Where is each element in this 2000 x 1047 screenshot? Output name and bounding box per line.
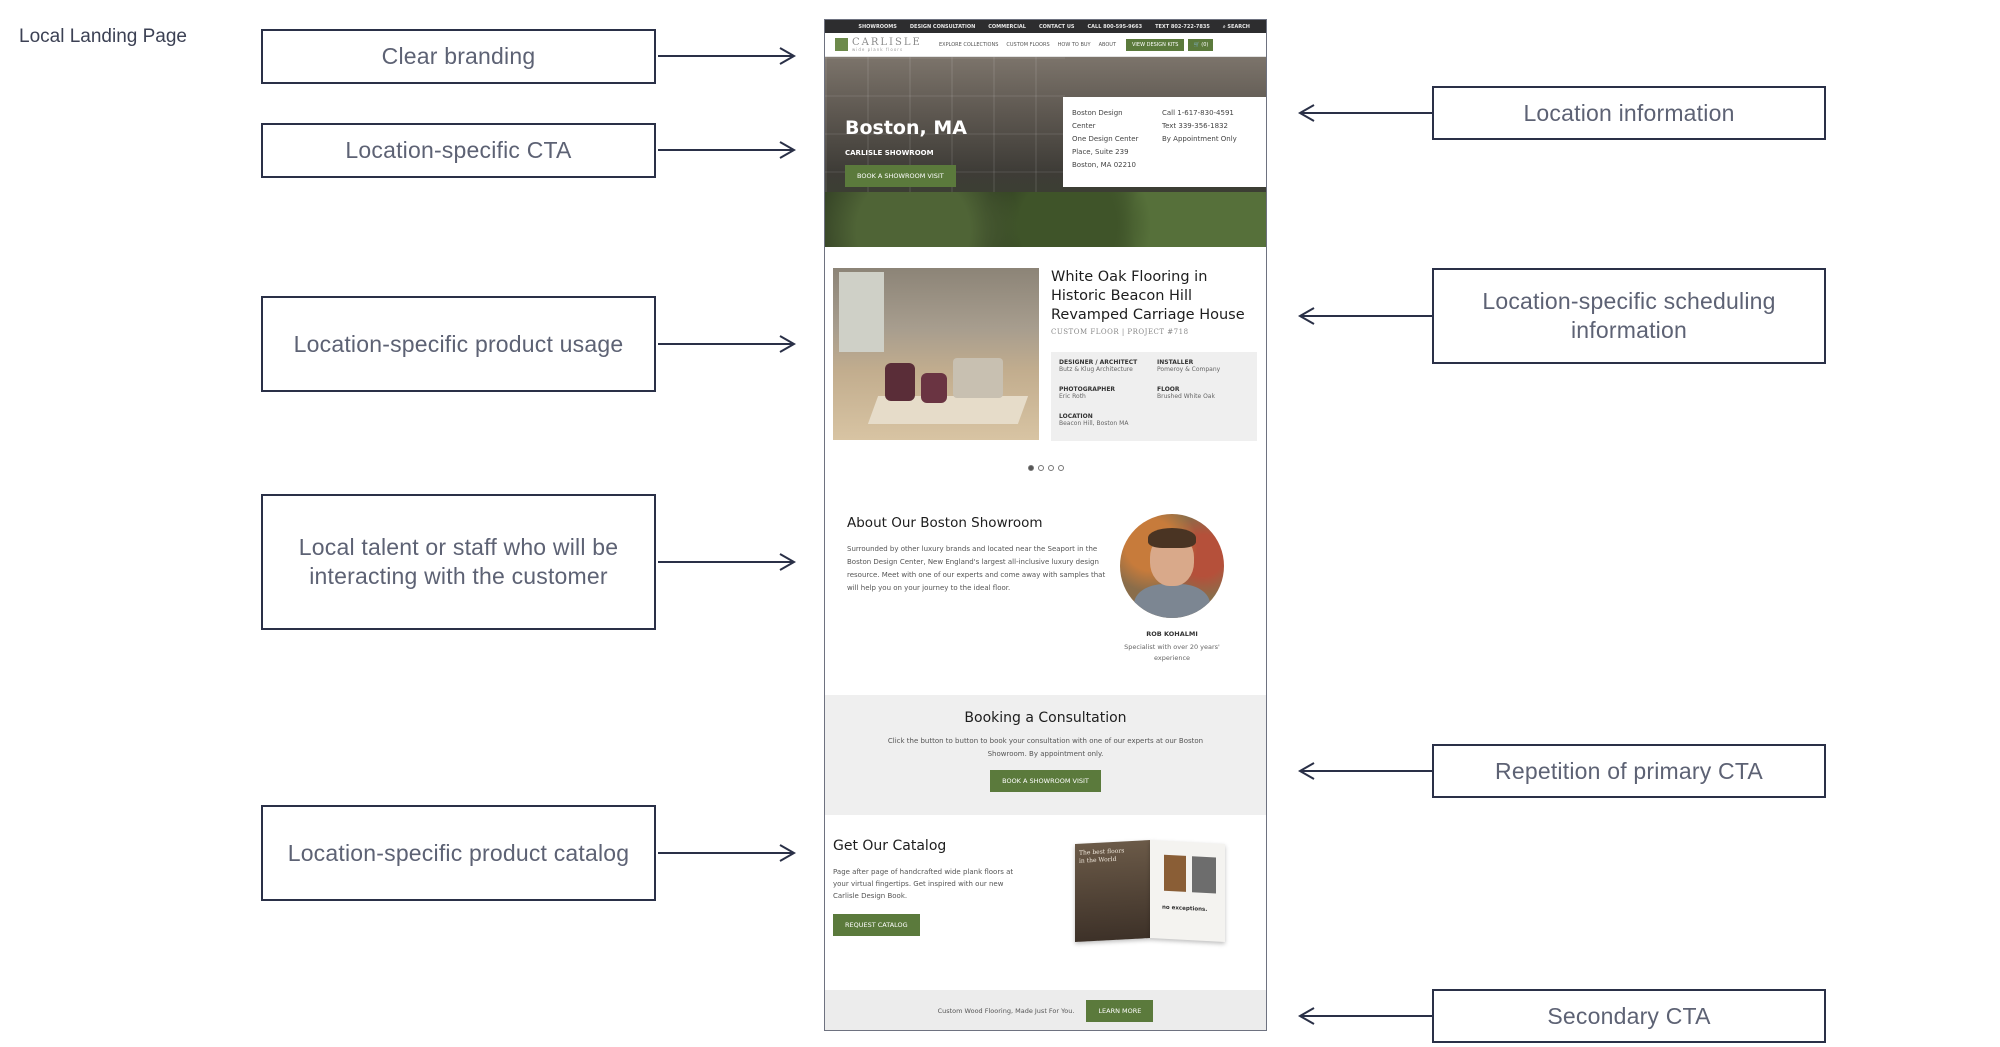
credit-value: Pomeroy & Company bbox=[1157, 366, 1221, 373]
topbar-commercial[interactable]: COMMERCIAL bbox=[988, 23, 1026, 30]
arrow-secondary-cta bbox=[1297, 1007, 1432, 1025]
credit-label: DESIGNER / ARCHITECT bbox=[1059, 359, 1138, 366]
annotation-location-info: Location information bbox=[1432, 86, 1826, 140]
annotation-clear-branding: Clear branding bbox=[261, 29, 656, 84]
annotation-local-talent: Local talent or staff who will be intera… bbox=[261, 494, 656, 630]
booking-book-visit-button[interactable]: BOOK A SHOWROOM VISIT bbox=[990, 770, 1101, 792]
hero-city-title: Boston, MA bbox=[845, 117, 967, 139]
address-line: One Design Center bbox=[1072, 135, 1139, 143]
page-label: Local Landing Page bbox=[19, 26, 187, 47]
staff-name: ROB KOHALMI bbox=[1146, 630, 1198, 638]
nav-about[interactable]: ABOUT bbox=[1098, 41, 1117, 48]
topbar-contact[interactable]: CONTACT US bbox=[1039, 23, 1075, 30]
hero-section: Boston, MA CARLISLE SHOWROOM BOOK A SHOW… bbox=[825, 57, 1266, 247]
project-photo bbox=[833, 268, 1039, 440]
arrow-scheduling-info bbox=[1297, 307, 1432, 325]
credit-value: Brushed White Oak bbox=[1157, 393, 1215, 400]
credit-label: LOCATION bbox=[1059, 413, 1093, 420]
catalog-book-image: The best floors in the World no exceptio… bbox=[1075, 840, 1225, 942]
annotation-product-catalog: Location-specific product catalog bbox=[261, 805, 656, 901]
carousel-dot[interactable] bbox=[1027, 465, 1034, 471]
location-contact: Call 1-617-830-4591 Text 339-356-1832 By… bbox=[1162, 107, 1258, 177]
contact-note: By Appointment Only bbox=[1162, 135, 1237, 143]
annotation-repeat-cta: Repetition of primary CTA bbox=[1432, 744, 1826, 798]
topbar-text[interactable]: TEXT 802-722-7835 bbox=[1155, 23, 1210, 30]
utility-topbar: SHOWROOMS DESIGN CONSULTATION COMMERCIAL… bbox=[825, 20, 1266, 33]
hero-shrubs-image bbox=[825, 192, 1266, 247]
project-meta: CUSTOM FLOOR | PROJECT #718 bbox=[1051, 328, 1189, 336]
request-catalog-button[interactable]: REQUEST CATALOG bbox=[833, 914, 920, 936]
project-title[interactable]: White Oak Flooring in Historic Beacon Hi… bbox=[1051, 269, 1245, 323]
address-line: Center bbox=[1072, 122, 1096, 130]
nav-explore-collections[interactable]: EXPLORE COLLECTIONS bbox=[939, 41, 999, 48]
arrow-clear-branding bbox=[658, 47, 797, 65]
topbar-showrooms[interactable]: SHOWROOMS bbox=[858, 23, 897, 30]
contact-call[interactable]: Call 1-617-830-4591 bbox=[1162, 109, 1234, 117]
credit-value: Eric Roth bbox=[1059, 393, 1086, 400]
hero-book-visit-button[interactable]: BOOK A SHOWROOM VISIT bbox=[845, 165, 956, 187]
learn-more-button[interactable]: LEARN MORE bbox=[1086, 1000, 1154, 1022]
location-card: Boston Design Center One Design Center P… bbox=[1063, 97, 1266, 187]
annotation-location-cta: Location-specific CTA bbox=[261, 123, 656, 178]
arrow-location-cta bbox=[658, 141, 797, 159]
logo-word: CARLISLE bbox=[852, 36, 922, 48]
address-line: Boston, MA 02210 bbox=[1072, 161, 1136, 169]
arrow-location-info bbox=[1297, 104, 1432, 122]
topbar-search[interactable]: ⌕ SEARCH bbox=[1222, 23, 1250, 30]
nav-how-to-buy[interactable]: HOW TO BUY bbox=[1057, 41, 1091, 48]
carousel-dots bbox=[825, 465, 1266, 471]
annotation-product-usage: Location-specific product usage bbox=[261, 296, 656, 392]
location-address: Boston Design Center One Design Center P… bbox=[1072, 107, 1152, 177]
nav-custom-floors[interactable]: CUSTOM FLOORS bbox=[1006, 41, 1050, 48]
catalog-cover-text: The best floors in the World bbox=[1079, 847, 1125, 865]
catalog-heading: Get Our Catalog bbox=[833, 838, 947, 854]
catalog-inside-text: no exceptions. bbox=[1162, 904, 1208, 914]
staff-avatar bbox=[1120, 514, 1224, 618]
credit-label: PHOTOGRAPHER bbox=[1059, 386, 1116, 393]
annotation-scheduling-info: Location-specific scheduling information bbox=[1432, 268, 1826, 364]
arrow-product-usage bbox=[658, 335, 797, 353]
booking-body: Click the button to button to book your … bbox=[887, 737, 1204, 758]
landing-page-mockup: SHOWROOMS DESIGN CONSULTATION COMMERCIAL… bbox=[824, 19, 1267, 1031]
catalog-body: Page after page of handcrafted wide plan… bbox=[833, 868, 1014, 900]
arrow-local-talent bbox=[658, 553, 797, 571]
carousel-dot[interactable] bbox=[1047, 465, 1054, 471]
cart-button[interactable]: 🛒 (0) bbox=[1188, 38, 1214, 51]
carousel-dot[interactable] bbox=[1057, 465, 1064, 471]
contact-text[interactable]: Text 339-356-1832 bbox=[1162, 122, 1228, 130]
catalog-section: Get Our Catalog Page after page of handc… bbox=[833, 838, 1033, 936]
topbar-design-consultation[interactable]: DESIGN CONSULTATION bbox=[909, 23, 976, 30]
address-line: Boston Design bbox=[1072, 109, 1123, 117]
logo-tagline: wide plank floors bbox=[852, 46, 904, 52]
view-design-kits-button[interactable]: VIEW DESIGN KITS bbox=[1126, 38, 1185, 51]
project-feature: White Oak Flooring in Historic Beacon Hi… bbox=[833, 268, 1261, 443]
credit-label: FLOOR bbox=[1157, 386, 1180, 393]
staff-role: Specialist with over 20 years' experienc… bbox=[1124, 643, 1220, 662]
about-body: Surrounded by other luxury brands and lo… bbox=[847, 545, 1106, 592]
annotation-secondary-cta: Secondary CTA bbox=[1432, 989, 1826, 1043]
footer-text: Custom Wood Flooring, Made Just For You. bbox=[937, 1007, 1075, 1015]
credit-value: Butz & Klug Architecture bbox=[1059, 366, 1133, 373]
arrow-product-catalog bbox=[658, 844, 797, 862]
credit-value: Beacon Hill, Boston MA bbox=[1059, 420, 1129, 427]
footer-cta-bar: Custom Wood Flooring, Made Just For You.… bbox=[825, 990, 1266, 1030]
about-heading: About Our Boston Showroom bbox=[847, 515, 1043, 531]
hero-subtitle: CARLISLE SHOWROOM bbox=[845, 149, 934, 157]
booking-section: Booking a Consultation Click the button … bbox=[825, 695, 1266, 815]
credit-label: INSTALLER bbox=[1157, 359, 1194, 366]
topbar-call[interactable]: CALL 800-595-9663 bbox=[1087, 23, 1143, 30]
logo-mark-icon bbox=[835, 38, 848, 51]
arrow-repeat-cta bbox=[1297, 762, 1432, 780]
main-nav: CARLISLE wide plank floors EXPLORE COLLE… bbox=[825, 33, 1266, 57]
carlisle-logo[interactable]: CARLISLE wide plank floors bbox=[835, 36, 935, 52]
carousel-dot[interactable] bbox=[1037, 465, 1044, 471]
address-line: Place, Suite 239 bbox=[1072, 148, 1129, 156]
booking-heading: Booking a Consultation bbox=[964, 710, 1127, 726]
about-section: About Our Boston Showroom Surrounded by … bbox=[847, 515, 1117, 595]
